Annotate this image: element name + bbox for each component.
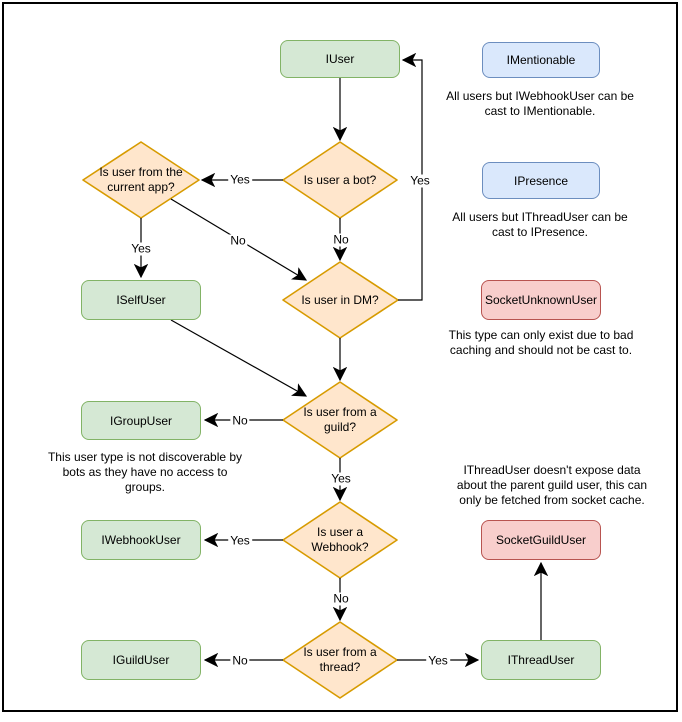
decision-line: thread?: [319, 660, 361, 674]
node-iwebhookuser-label: IWebhookUser: [101, 533, 181, 547]
note-socketunknownuser: This type can only exist due to bad cach…: [435, 328, 647, 358]
node-iselfuser: ISelfUser: [81, 280, 201, 320]
note-line: groups.: [124, 480, 166, 494]
decision-is-bot-label: Is user a bot?: [285, 142, 395, 218]
node-socketguilduser-label: SocketGuildUser: [495, 533, 587, 547]
edge-label-thread-no: No: [230, 653, 250, 668]
note-ithreaduser: IThreadUser doesn't expose data about th…: [432, 463, 672, 508]
node-iselfuser-label: ISelfUser: [116, 293, 166, 307]
node-igroupuser: IGroupUser: [81, 401, 201, 440]
decision-is-webhook-label: Is user a Webhook?: [285, 502, 395, 578]
decision-line: Is user from a: [303, 405, 377, 419]
note-line: This user type is not discoverable by: [47, 450, 243, 464]
edge-label-bot-no: No: [331, 232, 351, 247]
edge-label-bot-yes: Yes: [228, 172, 252, 187]
edge-label-webhook-no: No: [331, 591, 351, 606]
node-ithreaduser: IThreadUser: [481, 640, 601, 680]
edge-iselfuser-to-isguild: [170, 319, 308, 397]
decision-line: current app?: [107, 180, 175, 194]
edge-label-guild-yes: Yes: [329, 471, 353, 486]
decision-line: Webhook?: [311, 540, 369, 554]
decision-is-thread-label: Is user from a thread?: [285, 622, 395, 698]
node-ithreaduser-label: IThreadUser: [507, 653, 575, 667]
node-ipresence-label: IPresence: [513, 173, 569, 188]
note-line: about the parent guild user, this can: [456, 478, 648, 492]
decision-line: Is user in DM?: [301, 292, 379, 307]
note-line: bots as they have no access to: [62, 465, 228, 479]
note-line: This type can only exist due to bad: [448, 328, 634, 342]
note-line: IThreadUser doesn't expose data: [463, 463, 641, 477]
decision-line: Is user a: [316, 525, 364, 539]
node-igroupuser-label: IGroupUser: [109, 413, 173, 428]
note-ipresence: All users but IThreadUser can be cast to…: [435, 210, 645, 240]
node-socketguilduser: SocketGuildUser: [481, 520, 601, 560]
node-socketunknownuser-label: SocketUnknownUser: [484, 293, 598, 307]
decision-is-thread-shape: [282, 621, 398, 699]
node-ipresence: IPresence: [482, 162, 600, 199]
edge-label-current-app-no: No: [228, 233, 248, 248]
decision-is-dm-label: Is user in DM?: [285, 262, 395, 338]
note-imentionable: All users but IWebhookUser can be cast t…: [435, 89, 645, 119]
note-line: cast to IMentionable.: [484, 104, 596, 118]
edge-label-dm-yes: Yes: [408, 173, 432, 188]
note-line: All users but IThreadUser can be: [452, 210, 628, 224]
node-iwebhookuser: IWebhookUser: [81, 520, 201, 560]
note-line: All users but IWebhookUser can be: [446, 89, 634, 103]
edge-label-current-app-yes: Yes: [129, 241, 153, 256]
edge-label-thread-yes: Yes: [426, 653, 450, 668]
note-igroupuser: This user type is not discoverable by bo…: [25, 450, 265, 495]
node-iuser: IUser: [280, 40, 400, 78]
edge-label-webhook-yes: Yes: [228, 533, 252, 548]
node-iguilduser-label: IGuildUser: [112, 653, 170, 667]
diagram-border: [2, 2, 678, 712]
node-iuser-label: IUser: [325, 52, 355, 66]
decision-line: Is user a bot?: [303, 172, 377, 187]
node-socketunknownuser: SocketUnknownUser: [481, 280, 601, 320]
node-imentionable-label: IMentionable: [506, 53, 576, 67]
decision-is-current-app-label: Is user from the current app?: [86, 142, 196, 218]
decision-is-guild-label: Is user from a guild?: [285, 382, 395, 458]
node-iguilduser: IGuildUser: [81, 640, 201, 680]
note-line: caching and should not be cast to.: [449, 343, 633, 357]
note-line: cast to IPresence.: [491, 225, 589, 239]
edge-label-guild-no: No: [230, 413, 250, 428]
decision-line: Is user from the: [99, 165, 183, 179]
decision-line: Is user from a: [303, 645, 377, 659]
node-imentionable: IMentionable: [482, 42, 600, 78]
note-line: only be fetched from socket cache.: [459, 493, 645, 507]
decision-line: guild?: [323, 420, 357, 434]
